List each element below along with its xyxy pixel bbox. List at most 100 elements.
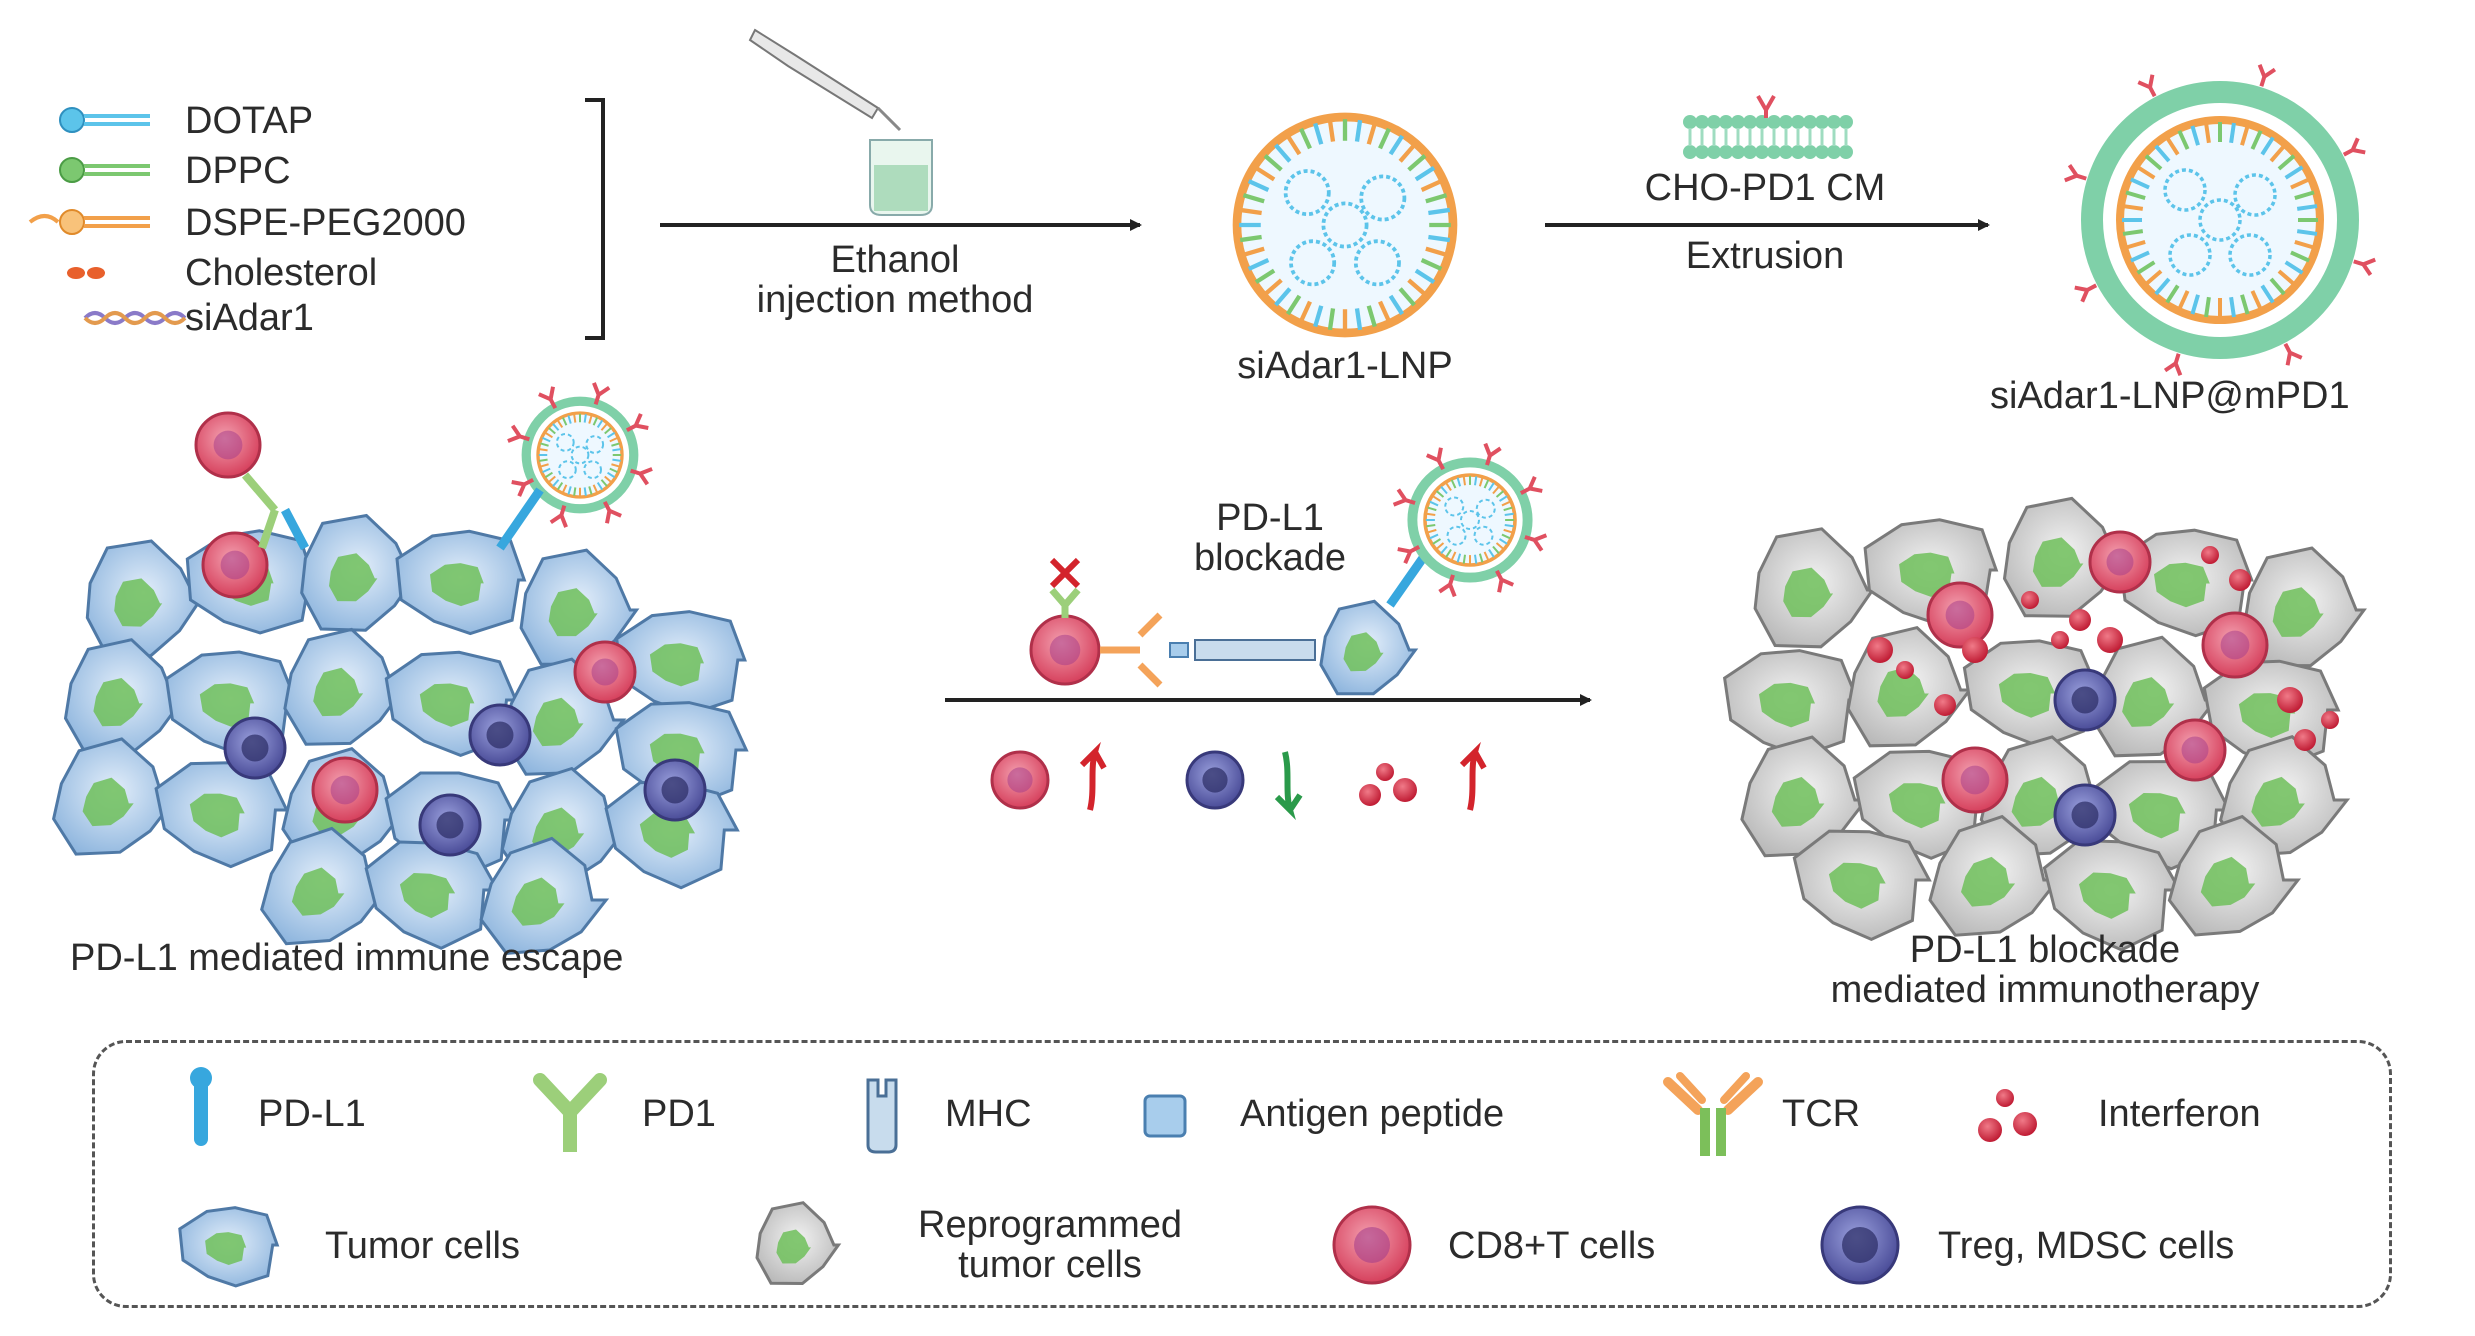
lipid (1474, 554, 1478, 564)
cell-nucleus (291, 867, 345, 916)
cell-nucleus (199, 683, 255, 727)
lipid (604, 427, 612, 435)
lipid (2294, 240, 2315, 250)
lipid (1239, 207, 1262, 216)
lipid (1299, 300, 1312, 323)
lnp-shell (1232, 112, 1458, 338)
cell-nucleus (430, 563, 484, 607)
membrane-head (1767, 145, 1781, 159)
membrane-head (1719, 115, 1733, 129)
legend-label-mhc: MHC (945, 1093, 1032, 1135)
coated-lnp-particle (2064, 64, 2376, 376)
pd1-receptor (1495, 569, 1515, 593)
lipid (1420, 258, 1443, 271)
cell-nucleus (1888, 783, 1946, 829)
lipid (1450, 479, 1457, 489)
cell-nucleus (114, 578, 163, 627)
lipid (540, 463, 549, 468)
membrane-head (1683, 115, 1697, 129)
dppc-icon (59, 157, 150, 183)
lipid (1407, 154, 1427, 172)
lipid (1429, 500, 1439, 507)
lipid (2229, 122, 2236, 144)
cell-core (486, 721, 514, 749)
cell-core (2181, 736, 2209, 764)
lipid (2154, 144, 2171, 163)
cell-nucleus (1877, 667, 1929, 717)
membrane-head (1815, 115, 1829, 129)
pd-l1-bond (1386, 552, 1429, 608)
increase-arrow (1079, 741, 1107, 811)
pd1-receptor (1524, 533, 1548, 552)
cell-nucleus (1899, 552, 1955, 597)
membrane-head (1767, 115, 1781, 129)
interferon-icon (1978, 1089, 2037, 1142)
interferon-dot (2069, 609, 2091, 631)
pd1-receptor (1438, 574, 1457, 598)
step1-label-line2: injection method (757, 279, 1034, 321)
pd1-receptor (2064, 163, 2087, 183)
sirna-core (570, 445, 590, 465)
membrane-head (1803, 115, 1817, 129)
cell-nucleus (399, 873, 456, 919)
membrane-head (1743, 145, 1757, 159)
lipid (609, 467, 618, 474)
siadar1-icon (83, 311, 187, 325)
lipid (1425, 246, 1448, 257)
cell-nucleus (313, 667, 364, 717)
cell-core (1007, 767, 1033, 793)
interferon-dot (1393, 778, 1417, 802)
lipid (1456, 477, 1462, 487)
cell-nucleus (1961, 856, 2016, 907)
left-cluster-label: PD-L1 mediated immune escape (70, 937, 623, 979)
lipid (1488, 548, 1495, 558)
cell-nucleus (329, 553, 378, 602)
legend-label-interferon: Interferon (2098, 1093, 2261, 1135)
center-label-line1: PD-L1 (1216, 497, 1324, 539)
lipid (1436, 490, 1445, 498)
cell-nucleus (2032, 537, 2084, 587)
lipid (1313, 305, 1324, 328)
membrane-head (1695, 115, 1709, 129)
cell-nucleus (2272, 587, 2324, 637)
lipid (588, 486, 593, 495)
lipid (2269, 144, 2286, 163)
component-label: DSPE-PEG2000 (185, 202, 466, 244)
pd1-receptor (625, 413, 649, 433)
pd1-receptor (630, 467, 653, 486)
lipid (2122, 229, 2144, 236)
lipid (1247, 258, 1270, 271)
lipid (2165, 284, 2180, 304)
pd1-bond (241, 472, 279, 550)
pd-l1-bond (496, 487, 544, 551)
cell-core (2071, 801, 2099, 829)
reprogrammed-cell-icon (755, 1201, 842, 1286)
legend-label-treg: Treg, MDSC cells (1938, 1225, 2234, 1267)
cholesterol-icon (67, 267, 105, 279)
lipid (1503, 528, 1513, 534)
lipid (2294, 190, 2315, 200)
lipid (612, 448, 621, 452)
interferon-dot (2097, 627, 2123, 653)
sirna-core (558, 460, 577, 480)
cell-nucleus (548, 588, 598, 637)
lipid (2165, 136, 2180, 156)
sirna-core (1473, 525, 1494, 546)
legend-label-reprogrammed-line1: Reprogrammed (918, 1204, 1182, 1246)
legend: PD-L1 PD1 MHC Antigen peptide TCR Interf… (178, 1067, 2261, 1288)
pd1-receptor (538, 386, 558, 410)
sirna-core (1475, 498, 1496, 519)
lipid (2190, 125, 2200, 146)
lipid (1285, 294, 1302, 316)
cell-nucleus (639, 813, 695, 858)
lipid (1498, 538, 1508, 545)
lipid (544, 471, 553, 479)
cell-nucleus (2200, 856, 2256, 907)
lipid (1428, 207, 1451, 216)
lipid (1398, 287, 1416, 307)
lipid (2154, 277, 2171, 296)
membrane-head (1683, 145, 1697, 159)
lipid (1492, 486, 1500, 495)
lipid (573, 487, 577, 496)
lipid (1327, 119, 1336, 142)
